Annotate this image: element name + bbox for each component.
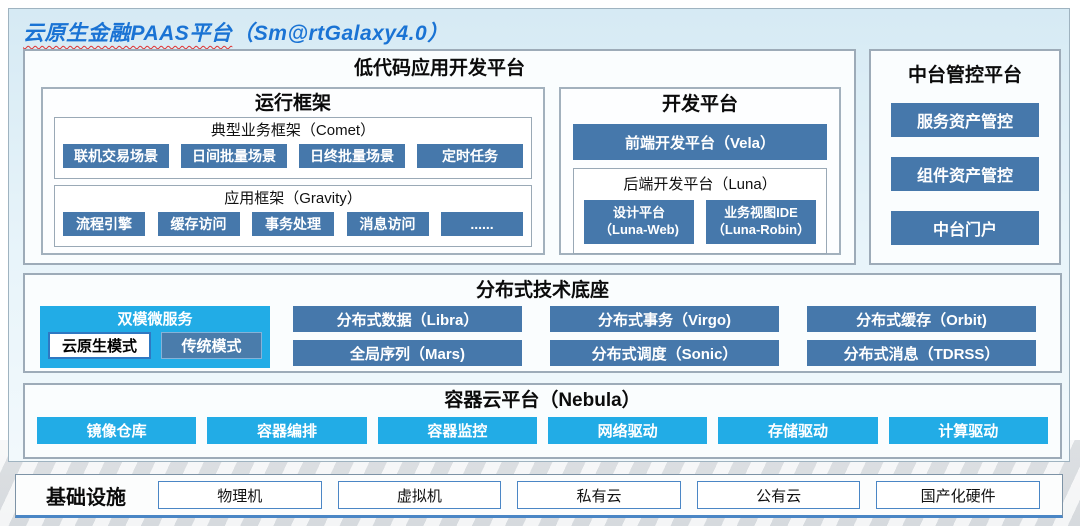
diagram-title-main: 云原生金融PAAS平台 — [23, 22, 233, 45]
diagram-title: 云原生金融PAAS平台（Sm@rtGalaxy4.0） — [23, 17, 449, 47]
luna-robin-line2: （Luna-Robin） — [711, 222, 811, 237]
infrastructure-title: 基础设施 — [46, 486, 126, 509]
luna-backend-title: 后端开发平台（Luna） — [623, 176, 777, 193]
lowcode-platform-box: 低代码应用开发平台 运行框架 典型业务框架（Comet） 联机交易场景 日间批量… — [23, 49, 856, 265]
distributed-item: 分布式消息（TDRSS） — [807, 340, 1036, 366]
dual-mode-row: 云原生模式 传统模式 — [40, 332, 270, 359]
luna-web-block: 设计平台 （Luna-Web) — [584, 200, 694, 244]
lowcode-platform-title: 低代码应用开发平台 — [353, 58, 525, 79]
traditional-mode-block: 传统模式 — [161, 332, 262, 359]
infrastructure-bar: 基础设施 物理机 虚拟机 私有云 公有云 国产化硬件 — [15, 474, 1063, 518]
lowcode-content: 运行框架 典型业务框架（Comet） 联机交易场景 日间批量场景 日终批量场景 … — [41, 87, 841, 255]
infrastructure-item: 虚拟机 — [337, 481, 502, 509]
comet-items-row: 联机交易场景 日间批量场景 日终批量场景 定时任务 — [55, 144, 531, 168]
container-cloud-title: 容器云平台（Nebula） — [444, 390, 641, 411]
luna-items-row: 设计平台 （Luna-Web) 业务视图IDE （Luna-Robin） — [574, 200, 826, 244]
distributed-item: 全局序列（Mars) — [293, 340, 522, 366]
luna-robin-block: 业务视图IDE （Luna-Robin） — [706, 200, 816, 244]
infrastructure-item: 国产化硬件 — [876, 481, 1040, 509]
comet-item: 联机交易场景 — [63, 144, 169, 168]
comet-item: 日间批量场景 — [181, 144, 287, 168]
container-cloud-item: 容器监控 — [377, 417, 537, 444]
runtime-framework-box: 运行框架 典型业务框架（Comet） 联机交易场景 日间批量场景 日终批量场景 … — [41, 87, 545, 255]
distributed-item: 分布式事务（Virgo) — [550, 306, 779, 332]
gravity-framework-title: 应用框架（Gravity） — [224, 190, 362, 207]
container-cloud-item: 存储驱动 — [718, 417, 878, 444]
distributed-item: 分布式调度（Sonic） — [550, 340, 779, 366]
gravity-items-row: 流程引擎 缓存访问 事务处理 消息访问 ...... — [55, 212, 531, 236]
middle-platform-item: 组件资产管控 — [891, 157, 1039, 191]
dual-mode-microservice-box: 双模微服务 云原生模式 传统模式 — [40, 306, 270, 368]
gravity-item: 事务处理 — [252, 212, 334, 236]
middle-platform-items: 服务资产管控 组件资产管控 中台门户 — [871, 103, 1059, 245]
distributed-item: 分布式缓存（Orbit) — [807, 306, 1036, 332]
luna-web-line2: （Luna-Web) — [599, 222, 679, 237]
container-cloud-items: 镜像仓库 容器编排 容器监控 网络驱动 存储驱动 计算驱动 — [25, 417, 1060, 444]
comet-framework-title: 典型业务框架（Comet） — [210, 122, 376, 139]
distributed-item: 分布式数据（Libra） — [293, 306, 522, 332]
container-cloud-item: 镜像仓库 — [37, 417, 197, 444]
gravity-framework-box: 应用框架（Gravity） 流程引擎 缓存访问 事务处理 消息访问 ...... — [54, 185, 532, 247]
middle-platform-box: 中台管控平台 服务资产管控 组件资产管控 中台门户 — [869, 49, 1061, 265]
infrastructure-item: 物理机 — [158, 481, 322, 509]
infrastructure-item: 公有云 — [696, 481, 861, 509]
cloud-native-mode-block: 云原生模式 — [48, 332, 151, 359]
middle-platform-item: 中台门户 — [891, 211, 1039, 245]
infrastructure-item: 私有云 — [517, 481, 681, 509]
vela-frontend-block: 前端开发平台（Vela） — [573, 124, 827, 160]
distributed-base-title: 分布式技术底座 — [475, 280, 609, 301]
comet-item: 日终批量场景 — [299, 144, 405, 168]
luna-web-line1: 设计平台 — [612, 205, 665, 221]
container-cloud-item: 计算驱动 — [888, 417, 1048, 444]
middle-platform-title: 中台管控平台 — [907, 65, 1022, 86]
comet-item: 定时任务 — [417, 144, 523, 168]
luna-robin-line1: 业务视图IDE — [724, 205, 798, 221]
gravity-item: 缓存访问 — [157, 212, 240, 236]
gravity-item: 消息访问 — [346, 212, 429, 236]
distributed-items-grid: 分布式数据（Libra） 分布式事务（Virgo) 分布式缓存（Orbit) 全… — [293, 306, 1036, 366]
container-cloud-item: 容器编排 — [207, 417, 367, 444]
dual-mode-title: 双模微服务 — [117, 311, 193, 328]
dev-platform-title: 开发平台 — [661, 94, 738, 115]
gravity-item: 流程引擎 — [63, 212, 145, 236]
dev-platform-box: 开发平台 前端开发平台（Vela） 后端开发平台（Luna） 设计平台 （Lun… — [559, 87, 841, 255]
distributed-base-box: 分布式技术底座 双模微服务 云原生模式 传统模式 分布式数据（Libra） 分布… — [23, 273, 1062, 373]
luna-backend-box: 后端开发平台（Luna） 设计平台 （Luna-Web) 业务视图IDE （Lu… — [573, 168, 827, 254]
runtime-framework-title: 运行框架 — [254, 93, 331, 114]
main-panel: 云原生金融PAAS平台（Sm@rtGalaxy4.0） 低代码应用开发平台 运行… — [8, 8, 1070, 462]
diagram-title-version: （Sm@rtGalaxy4.0） — [232, 22, 449, 45]
middle-platform-item: 服务资产管控 — [891, 103, 1039, 137]
comet-framework-box: 典型业务框架（Comet） 联机交易场景 日间批量场景 日终批量场景 定时任务 — [54, 117, 532, 179]
container-cloud-box: 容器云平台（Nebula） 镜像仓库 容器编排 容器监控 网络驱动 存储驱动 计… — [23, 383, 1062, 459]
container-cloud-item: 网络驱动 — [547, 417, 708, 444]
gravity-item: ...... — [441, 212, 523, 236]
